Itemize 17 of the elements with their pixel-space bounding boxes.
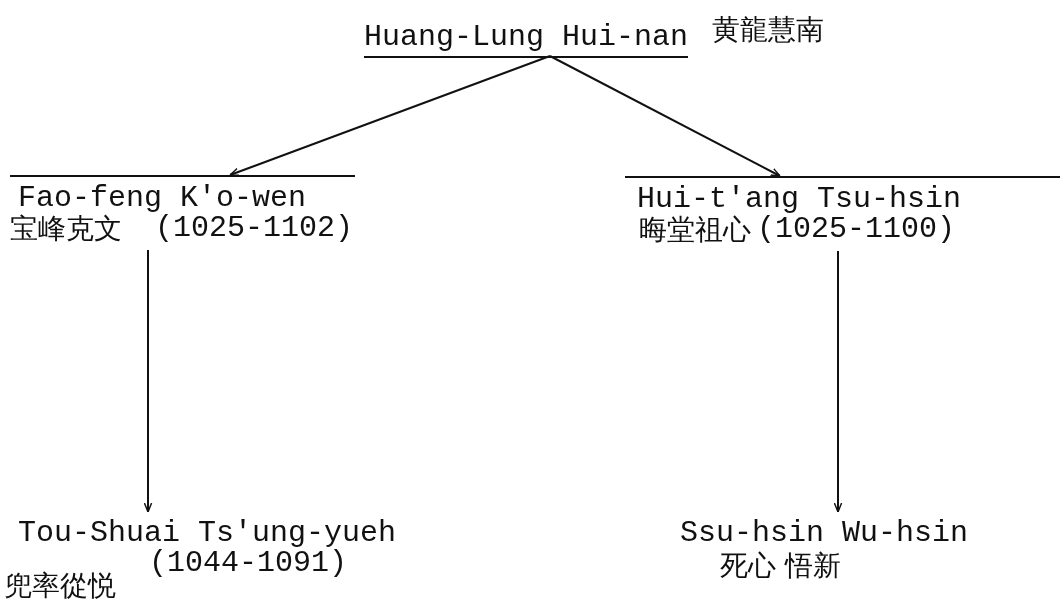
arrow <box>229 55 551 176</box>
arrow <box>833 250 843 513</box>
chinese-name: 死心 悟新 <box>720 552 841 580</box>
arrow <box>143 249 153 513</box>
romanized-name: Tou-Shuai Ts'ung-yueh <box>18 518 397 548</box>
romanized-name: Hui-t'ang Tsu-hsin <box>637 184 962 214</box>
life-dates: (1025-1100) <box>757 214 956 244</box>
life-dates: (1025-1102) <box>155 213 354 243</box>
chinese-name: 兜率從悦 <box>4 572 116 600</box>
life-dates: (1044-1091) <box>149 548 348 578</box>
romanized-name: Ssu-hsin Wu-hsin <box>680 518 969 548</box>
chinese-name: 黄龍慧南 <box>712 16 824 44</box>
chinese-name: 晦堂祖心 <box>639 216 751 244</box>
arrow <box>549 55 781 177</box>
romanized-name: Huang-Lung Hui-nan <box>364 22 689 58</box>
romanized-name: Fao-feng K'o-wen <box>18 183 307 213</box>
chinese-name: 宝峰克文 <box>10 215 122 243</box>
